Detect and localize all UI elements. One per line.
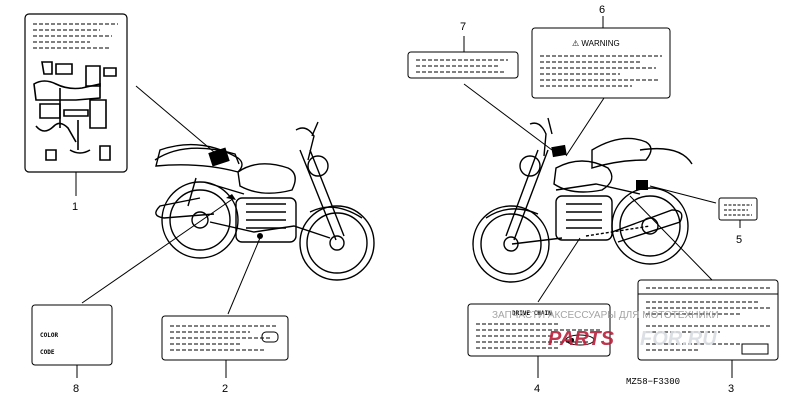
callout-1: 1 bbox=[72, 201, 78, 213]
label-8-line-1: COLOR bbox=[40, 332, 58, 339]
watermark-top-text: ЗАПЧАСТИ АКСЕССУАРЫ ДЛЯ МОТОТЕХНИКИ bbox=[492, 310, 719, 321]
label-5-location-marker bbox=[636, 180, 648, 190]
label-4-title: DRIVE CHAIN bbox=[512, 310, 552, 317]
leader-lines-left bbox=[81, 85, 261, 315]
label-8-line-2: CODE bbox=[40, 349, 55, 356]
label-2-tire-info bbox=[161, 315, 289, 361]
label-5-small-tag bbox=[718, 197, 758, 221]
watermark-brand-right: FOR.RU bbox=[640, 328, 717, 350]
label-2-location-marker bbox=[257, 233, 263, 239]
label-3-specifications-label bbox=[637, 279, 779, 361]
callout-6: 6 bbox=[599, 4, 605, 16]
callout-7: 7 bbox=[460, 21, 466, 33]
callout-5: 5 bbox=[736, 234, 742, 246]
label-7-caution-strip bbox=[407, 51, 519, 79]
label-6-warning-title: ⚠ WARNING bbox=[572, 39, 620, 48]
watermark-brand-left: PARTS bbox=[548, 328, 615, 350]
label-7-location-marker bbox=[551, 144, 567, 158]
callout-4: 4 bbox=[534, 383, 540, 395]
callout-3: 3 bbox=[728, 383, 734, 395]
label-1-emission-diagram-card bbox=[24, 13, 128, 173]
leader-lines-right bbox=[463, 83, 717, 303]
watermark: ЗАПЧАСТИ АКСЕССУАРЫ ДЛЯ МОТОТЕХНИКИ PART… bbox=[492, 310, 719, 350]
label-6-warning-label: ⚠ WARNING bbox=[531, 27, 671, 99]
label-4-drive-chain: DRIVE CHAIN bbox=[467, 303, 611, 357]
motorcycle-right-view-illustration bbox=[154, 121, 375, 281]
diagram-code: MZ58−F3300 bbox=[626, 377, 680, 387]
callout-8: 8 bbox=[73, 383, 79, 395]
motorcycle-left-view-illustration bbox=[472, 117, 693, 283]
callout-2: 2 bbox=[222, 383, 228, 395]
label-8-color-code: COLOR CODE bbox=[31, 304, 113, 366]
